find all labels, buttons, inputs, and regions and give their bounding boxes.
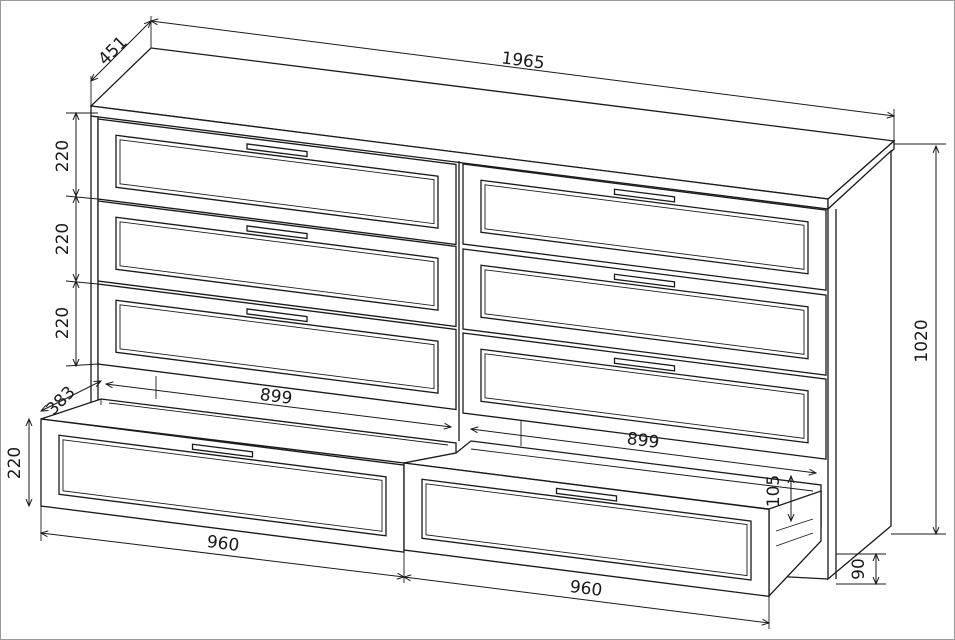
- drawer-panel-inner: [119, 221, 435, 307]
- drawer-panel-inner: [484, 269, 805, 355]
- drawer-handle: [613, 273, 676, 288]
- drawer-panel: [480, 264, 809, 360]
- drawer-handle: [246, 143, 308, 158]
- drawer-handle: [246, 225, 308, 240]
- dim-front-width-right: 960: [569, 577, 604, 601]
- dim-drawer-height-3: 220: [53, 307, 73, 339]
- dim-width: 1965: [500, 48, 545, 73]
- drawer-front: [97, 200, 457, 328]
- drawer-front: [97, 283, 457, 411]
- drawer-panel-inner: [119, 139, 435, 225]
- dim-open-drawer-height: 220: [5, 447, 25, 479]
- dimension-lines: [29, 16, 946, 629]
- drawer-panel-inner: [484, 184, 805, 270]
- drawer-panel: [480, 179, 809, 275]
- dim-inner-width-left: 899: [259, 385, 294, 409]
- drawer-handle: [613, 188, 676, 203]
- drawer-panel: [115, 216, 439, 311]
- drawer-panel: [115, 134, 439, 229]
- dim-side-height: 105: [764, 475, 784, 507]
- drawer-handle: [613, 357, 676, 372]
- dim-inner-width-right: 899: [626, 429, 661, 453]
- dim-drawer-height-1: 220: [53, 140, 73, 172]
- dim-front-width-left: 960: [206, 532, 241, 556]
- dim-leg-height: 90: [849, 558, 869, 580]
- dim-drawer-height-2: 220: [53, 223, 73, 255]
- drawer-handle: [246, 308, 308, 323]
- drawer-front: [97, 118, 457, 246]
- drawer-handle: [555, 487, 618, 502]
- drawer-handle: [191, 443, 254, 458]
- dim-height: 1020: [912, 319, 932, 362]
- drawer-front: [462, 163, 827, 291]
- dim-depth: 451: [94, 32, 131, 69]
- side-panel: [827, 149, 892, 581]
- drawer-front: [462, 248, 827, 376]
